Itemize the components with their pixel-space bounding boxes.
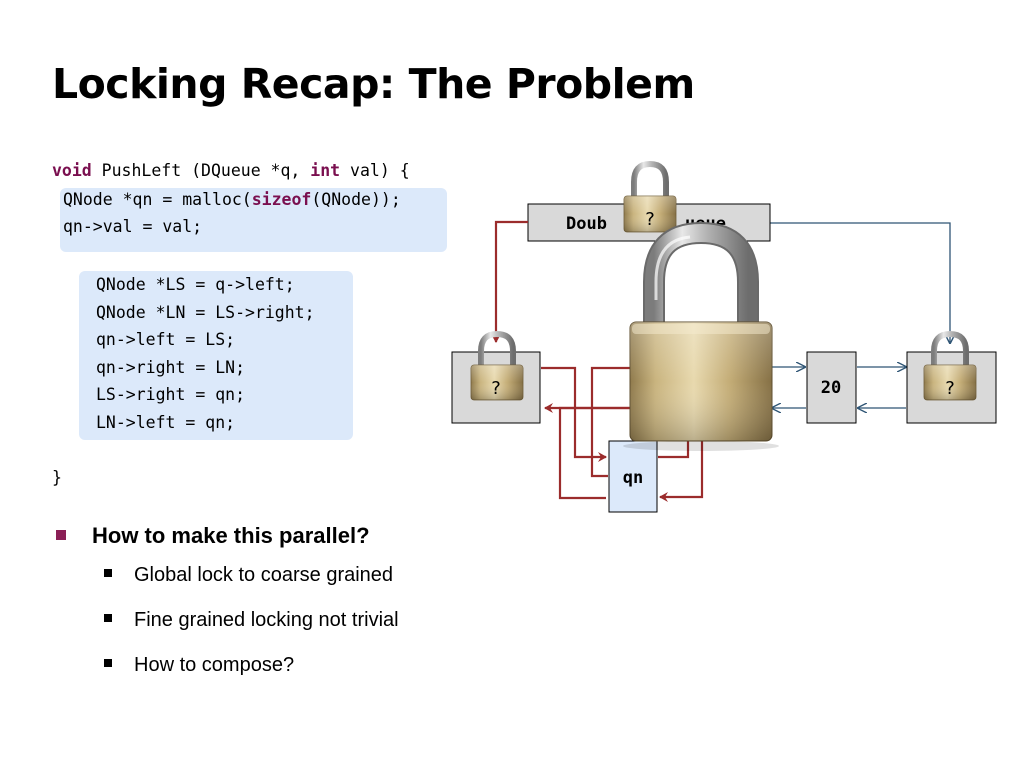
bullet-square-icon	[56, 530, 66, 541]
new-qn-node	[608, 440, 658, 513]
sub-bullet-1: Fine grained locking not trivial	[104, 605, 399, 635]
new-qn-label: qn	[623, 468, 643, 488]
code-line-5: qn->left = LS;	[96, 330, 236, 349]
red-links	[491, 220, 704, 502]
qn-left-link	[590, 366, 632, 478]
sub-bullet-square-icon	[104, 658, 112, 667]
code-line-7: LS->right = qn;	[96, 385, 246, 404]
code-highlight-alloc	[60, 188, 447, 252]
code-line-3: QNode *LS = q->left;	[96, 275, 295, 294]
bullet-main-text: How to make this parallel?	[92, 523, 370, 548]
sub-bullet-text: Global lock to coarse grained	[134, 564, 394, 586]
keyword-sizeof: sizeof	[251, 190, 312, 209]
right-lock-icon: ?	[923, 330, 977, 401]
code-line-6: qn->right = LN;	[96, 358, 246, 377]
sub-bullet-0: Global lock to coarse grained	[104, 560, 393, 590]
sub-bullet-square-icon	[104, 568, 112, 577]
left-down-to-qn	[558, 406, 632, 500]
sub-bullet-square-icon	[104, 613, 112, 622]
global-lock-icon	[623, 221, 779, 451]
header-to-right-arrow	[770, 222, 950, 343]
sub-bullet-text: How to compose?	[134, 654, 295, 676]
code-line-4: QNode *LN = LS->right;	[96, 303, 315, 322]
left-lock-label: ?	[491, 378, 501, 399]
left-to-qn-arrow	[541, 366, 607, 462]
code-line-malloc: QNode *qn = malloc(sizeof(QNode));	[63, 190, 401, 209]
value-node-label: 20	[821, 378, 841, 398]
code-line-8: LN->left = qn;	[96, 413, 236, 432]
value-node	[806, 351, 857, 424]
left-lock-icon: ?	[470, 330, 524, 401]
sub-bullet-text: Fine grained locking not trivial	[134, 609, 399, 631]
bullet-main: How to make this parallel?	[52, 518, 370, 554]
code-line-signature: void PushLeft (DQueue *q, int val) {	[52, 161, 410, 180]
header-to-left-arrow	[491, 220, 528, 343]
slide-title: Locking Recap: The Problem	[52, 60, 695, 108]
arrow-back-to-qn	[659, 420, 704, 502]
right-lock-label: ?	[945, 378, 955, 399]
keyword-int: int	[310, 161, 341, 180]
header-label-left: Doub	[566, 214, 607, 234]
code-line-2: qn->val = val;	[63, 217, 203, 236]
sub-bullet-2: How to compose?	[104, 650, 294, 680]
code-highlight-link	[79, 271, 353, 440]
keyword-void: void	[52, 161, 92, 180]
header-lock-icon: ?	[623, 160, 677, 233]
header-lock-label: ?	[645, 209, 655, 230]
code-line-closing-brace: }	[52, 468, 62, 487]
blue-links	[770, 222, 950, 408]
